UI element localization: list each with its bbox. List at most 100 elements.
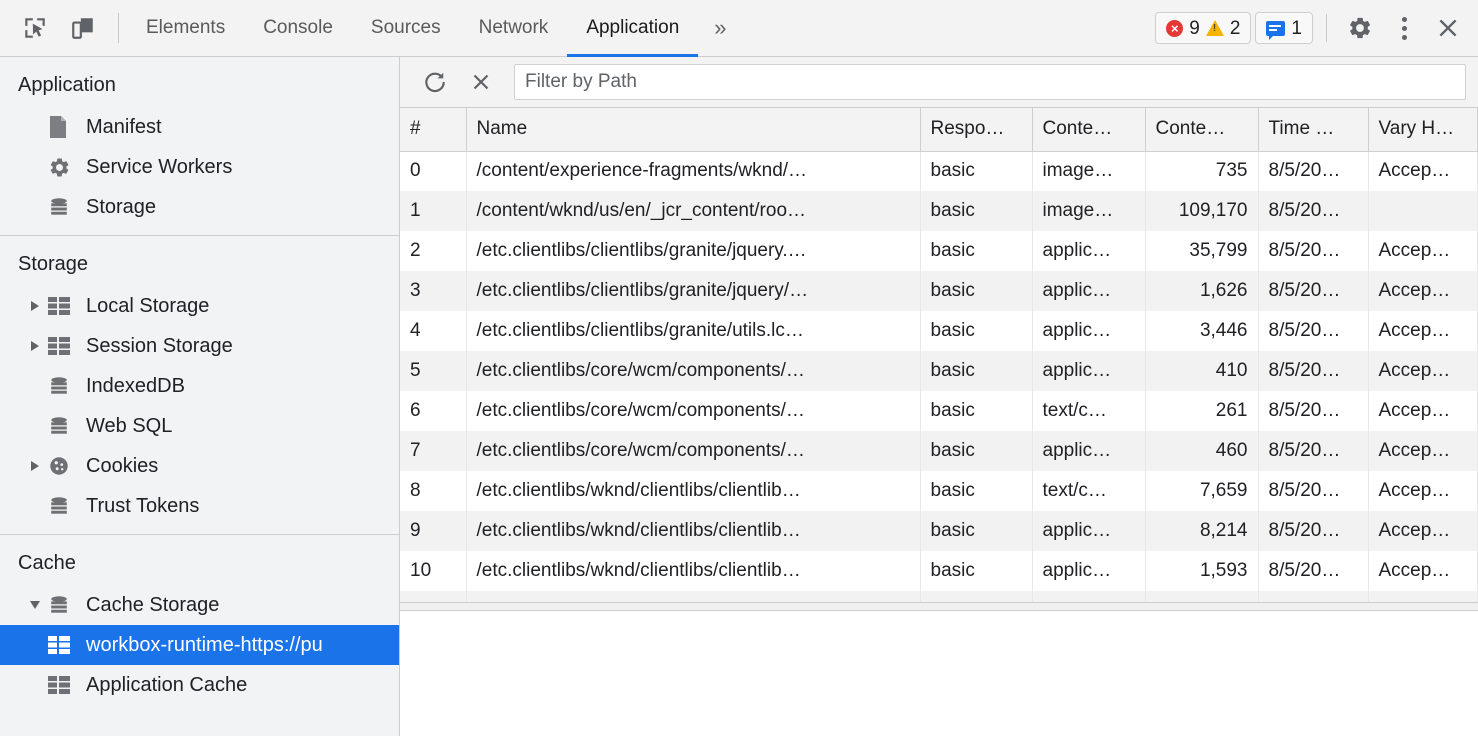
table-row[interactable]: 8 /etc.clientlibs/wknd/clientlibs/client… [400, 471, 1478, 511]
issues-counter[interactable]: × 9 2 [1155, 12, 1252, 44]
sidebar-section-title: Application [18, 74, 116, 96]
table-row[interactable]: 10 /etc.clientlibs/wknd/clientlibs/clien… [400, 551, 1478, 591]
column-header-content-type[interactable]: Conte… [1032, 108, 1146, 152]
messages-counter[interactable]: 1 [1255, 12, 1313, 44]
cell-time-cached: 8/5/20… [1258, 231, 1369, 271]
cell-index: 3 [400, 271, 467, 311]
cell-content-length: 7,659 [1145, 471, 1259, 511]
table-row[interactable]: 5 /etc.clientlibs/core/wcm/components/… … [400, 351, 1478, 391]
cell-response-type: basic [920, 511, 1033, 551]
tab-label: Network [478, 17, 549, 38]
more-tabs-icon[interactable]: » [714, 15, 727, 40]
cache-entries-table: # Name Respo… Conte… Conte… Time … Vary … [400, 108, 1478, 611]
database-icon [48, 415, 78, 437]
cache-toolbar [400, 57, 1478, 108]
cell-name: /etc.clientlibs/clientlibs/granite/jquer… [466, 231, 921, 271]
column-header-response-type[interactable]: Respo… [920, 108, 1033, 152]
vertical-dots-icon[interactable] [1384, 8, 1424, 48]
cell-time-cached: 8/5/20… [1258, 511, 1369, 551]
sidebar-item-cookies[interactable]: Cookies [0, 446, 399, 486]
sidebar-item-indexeddb[interactable]: IndexedDB [0, 366, 399, 406]
sidebar-item-label: Local Storage [86, 294, 210, 317]
sidebar-item-workbox-runtime-cache[interactable]: workbox-runtime-https://pu [0, 625, 399, 665]
column-header-time-cached[interactable]: Time … [1258, 108, 1369, 152]
cell-vary-header: Accep… [1368, 471, 1478, 511]
cell-vary-header: Accep… [1368, 231, 1478, 271]
tab-label: Sources [370, 17, 441, 38]
table-row[interactable]: 1 /content/wknd/us/en/_jcr_content/roo… … [400, 191, 1478, 231]
sidebar-section-storage: Storage Local Storage [0, 236, 399, 535]
sidebar-item-label: Cache Storage [86, 593, 220, 616]
cell-content-length: 1,593 [1145, 551, 1259, 591]
column-header-content-length[interactable]: Conte… [1145, 108, 1259, 152]
table-icon [48, 337, 78, 355]
table-row[interactable]: 2 /etc.clientlibs/clientlibs/granite/jqu… [400, 231, 1478, 271]
toolbar-divider [1326, 14, 1327, 42]
tab-label: Console [263, 17, 333, 38]
tab-label: Application [586, 17, 680, 38]
chevron-down-icon[interactable] [24, 601, 46, 609]
chevron-right-icon[interactable] [24, 461, 46, 471]
sidebar-item-web-sql[interactable]: Web SQL [0, 406, 399, 446]
cell-content-type: applic… [1032, 351, 1146, 391]
cell-content-length: 8,214 [1145, 511, 1259, 551]
cell-response-type: basic [920, 351, 1033, 391]
table-row[interactable]: 9 /etc.clientlibs/wknd/clientlibs/client… [400, 511, 1478, 551]
sidebar-item-session-storage[interactable]: Session Storage [0, 326, 399, 366]
database-icon [48, 375, 78, 397]
refresh-icon[interactable] [414, 63, 456, 101]
cell-content-length: 460 [1145, 431, 1259, 471]
message-count: 1 [1291, 17, 1302, 39]
cell-content-type: text/c… [1032, 471, 1146, 511]
close-icon[interactable] [1428, 8, 1468, 48]
grid-resizer[interactable] [400, 602, 1478, 611]
warning-icon [1205, 20, 1224, 36]
sidebar-item-cache-storage[interactable]: Cache Storage [0, 585, 399, 625]
table-row[interactable]: 0 /content/experience-fragments/wknd/… b… [400, 151, 1478, 191]
table-row[interactable]: 6 /etc.clientlibs/core/wcm/components/… … [400, 391, 1478, 431]
column-header-index[interactable]: # [400, 108, 467, 152]
cell-index: 2 [400, 231, 467, 271]
cell-content-type: image… [1032, 151, 1146, 191]
application-sidebar: Application Manifest [0, 57, 400, 736]
table-header-row: # Name Respo… Conte… Conte… Time … Vary … [400, 108, 1478, 152]
tab-network[interactable]: Network [460, 0, 568, 57]
table-row[interactable]: 4 /etc.clientlibs/clientlibs/granite/uti… [400, 311, 1478, 351]
filter-by-path-input[interactable] [514, 64, 1466, 100]
cell-time-cached: 8/5/20… [1258, 271, 1369, 311]
chevron-right-icon[interactable] [24, 341, 46, 351]
delete-icon[interactable] [460, 63, 502, 101]
cell-name: /etc.clientlibs/core/wcm/components/… [466, 431, 921, 471]
cache-entries-grid[interactable]: # Name Respo… Conte… Conte… Time … Vary … [400, 108, 1478, 611]
cell-index: 8 [400, 471, 467, 511]
table-icon [48, 636, 78, 654]
sidebar-item-manifest[interactable]: Manifest [0, 107, 399, 147]
sidebar-item-label: IndexedDB [86, 374, 185, 397]
column-header-name[interactable]: Name [466, 108, 921, 152]
sidebar-section-application: Application Manifest [0, 57, 399, 236]
column-header-vary-header[interactable]: Vary H… [1368, 108, 1478, 152]
tab-application[interactable]: Application [567, 0, 699, 57]
table-row[interactable]: 7 /etc.clientlibs/core/wcm/components/… … [400, 431, 1478, 471]
sidebar-item-label: Cookies [86, 454, 159, 477]
sidebar-item-application-cache[interactable]: Application Cache [0, 665, 399, 705]
table-icon [48, 676, 78, 694]
tab-sources[interactable]: Sources [352, 0, 460, 57]
table-row[interactable]: 3 /etc.clientlibs/clientlibs/granite/jqu… [400, 271, 1478, 311]
tab-console[interactable]: Console [244, 0, 352, 57]
cell-content-length: 3,446 [1145, 311, 1259, 351]
tab-label: Elements [146, 17, 226, 38]
device-toolbar-icon[interactable] [62, 8, 104, 48]
sidebar-item-storage[interactable]: Storage [0, 187, 399, 227]
sidebar-item-trust-tokens[interactable]: Trust Tokens [0, 486, 399, 526]
sidebar-item-local-storage[interactable]: Local Storage [0, 286, 399, 326]
sidebar-item-label: Web SQL [86, 414, 173, 437]
gear-icon[interactable] [1340, 8, 1380, 48]
sidebar-item-service-workers[interactable]: Service Workers [0, 147, 399, 187]
cell-response-type: basic [920, 471, 1033, 511]
tab-elements[interactable]: Elements [127, 0, 244, 57]
inspect-element-icon[interactable] [14, 8, 56, 48]
chevron-right-icon[interactable] [24, 301, 46, 311]
cell-time-cached: 8/5/20… [1258, 471, 1369, 511]
